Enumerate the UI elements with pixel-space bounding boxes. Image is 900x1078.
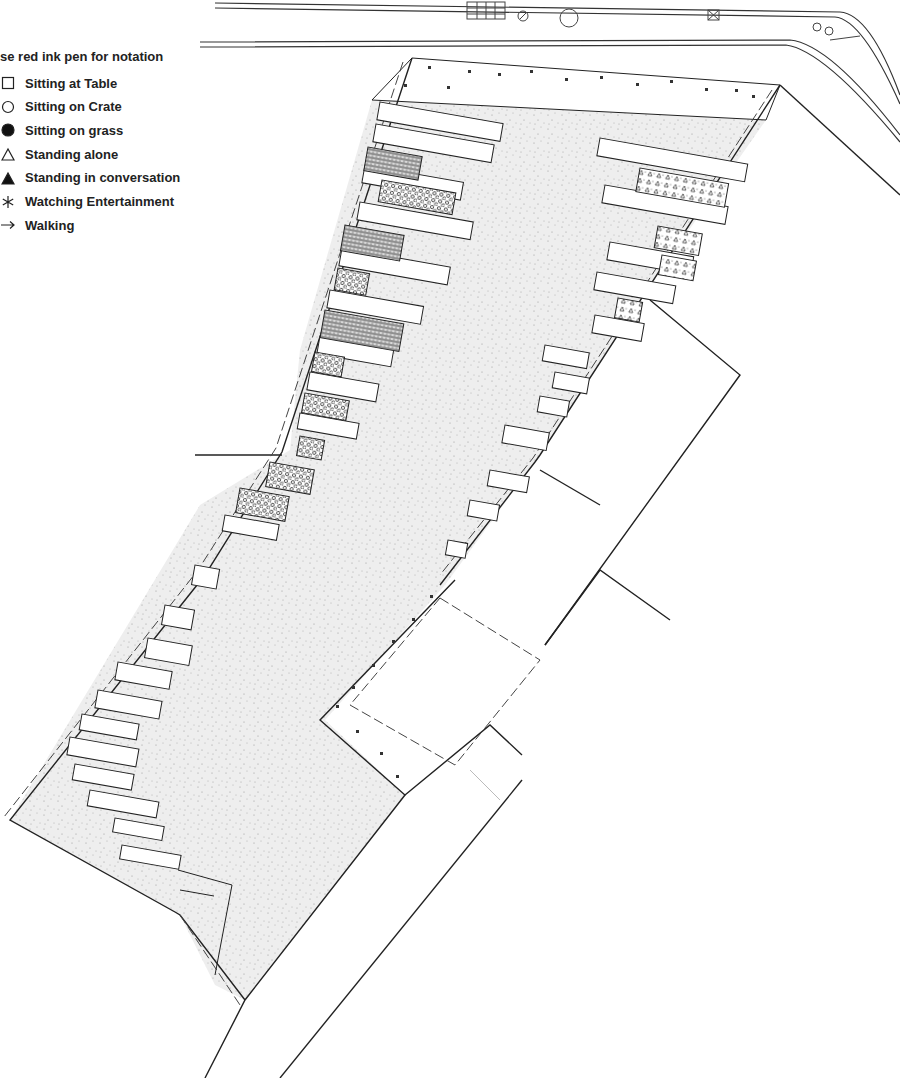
legend-label: Standing in conversation [25,170,180,185]
legend-entry: Sitting on grass [0,121,123,139]
legend-label: Walking [25,218,74,233]
legend-symbol [0,146,16,162]
street-furniture [467,2,860,40]
planter [372,58,780,120]
property-line [4,62,772,1005]
planter-posts [336,595,433,778]
legend-label: Sitting on grass [25,123,123,138]
legend-entry: Sitting on Crate [0,98,122,116]
legend-entry: Watching Entertainment [0,193,174,211]
hidden-line [470,770,500,800]
bench-set [67,102,748,975]
legend-label: Watching Entertainment [25,194,174,209]
legend-entry: Sitting at Table [0,74,117,92]
planter-posts [404,66,755,98]
legend-label: Sitting on Crate [25,99,122,114]
legend-symbol [0,170,16,186]
site-boundary [10,58,900,1078]
legend-label: Sitting at Table [25,76,117,91]
legend-symbol [0,194,16,210]
legend-symbol [0,75,16,91]
legend-symbol [0,122,16,138]
legend-label: Standing alone [25,147,118,162]
plaza-ground [10,100,766,1000]
legend-entry: Standing in conversation [0,169,180,187]
legend-symbol [0,217,16,233]
legend-entry: Walking [0,216,74,234]
legend-entry: Standing alone [0,145,118,163]
instruction-note: se red ink pen for notation [0,49,163,64]
legend-symbol [0,99,16,115]
